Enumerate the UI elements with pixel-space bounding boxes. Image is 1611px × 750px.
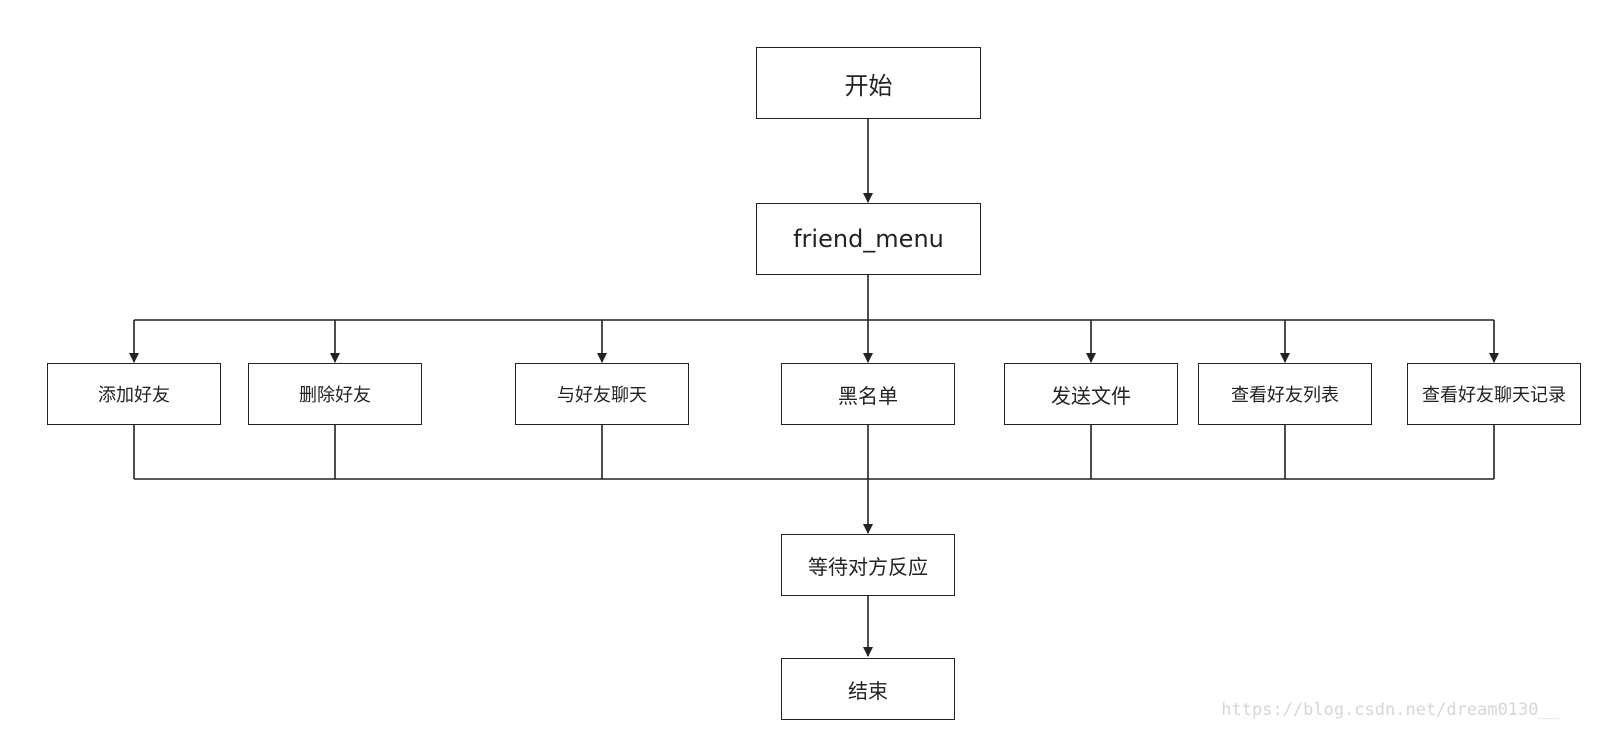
node-send-file: 发送文件 <box>1004 363 1178 425</box>
node-friend-menu: friend_menu <box>756 203 981 275</box>
node-start: 开始 <box>756 47 981 119</box>
node-wait-response: 等待对方反应 <box>781 534 955 596</box>
node-blacklist: 黑名单 <box>781 363 955 425</box>
watermark-url: https://blog.csdn.net/dream0130__ <box>1221 700 1559 720</box>
node-chat-friend: 与好友聊天 <box>515 363 689 425</box>
node-end: 结束 <box>781 658 955 720</box>
node-add-friend: 添加好友 <box>47 363 221 425</box>
node-view-chat-history: 查看好友聊天记录 <box>1407 363 1581 425</box>
node-view-friend-list: 查看好友列表 <box>1198 363 1372 425</box>
node-delete-friend: 删除好友 <box>248 363 422 425</box>
